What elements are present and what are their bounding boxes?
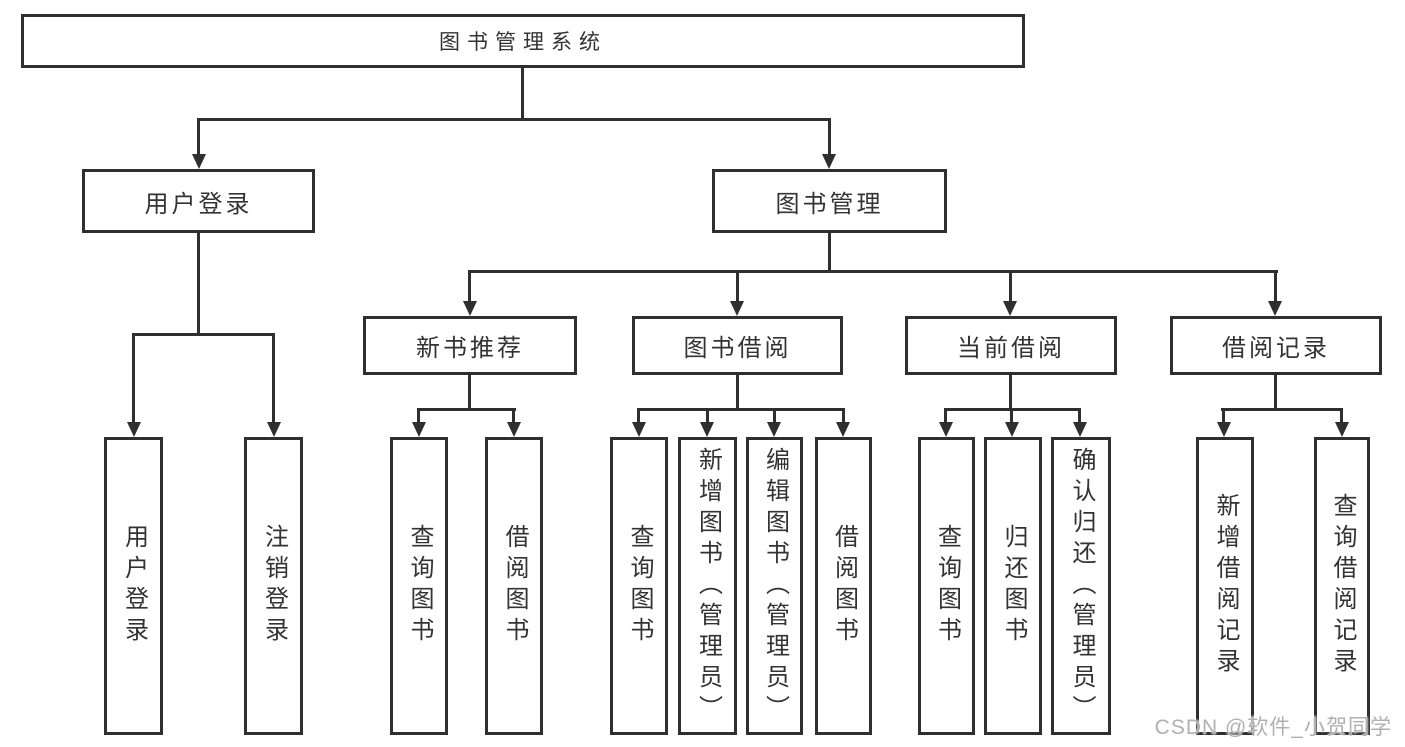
connector-line (828, 233, 831, 273)
connector-line (417, 411, 420, 423)
connector-line (468, 375, 471, 411)
arrowhead (1268, 301, 1282, 316)
connector-line (637, 411, 640, 423)
connector-line (468, 273, 471, 302)
arrowhead (192, 154, 206, 169)
node-leaf-return-book: 归还图书 (984, 437, 1042, 735)
arrowhead (1003, 301, 1017, 316)
arrowhead (463, 301, 477, 316)
connector-line (1274, 273, 1277, 302)
node-leaf-add-book-admin: 新增图书（管理员） (678, 437, 737, 735)
node-leaf-query-borrow-record: 查询借阅记录 (1314, 437, 1370, 735)
connector-line (417, 408, 516, 411)
connector-line (736, 273, 739, 302)
connector-line (132, 336, 135, 423)
connector-line (944, 408, 1081, 411)
arrowhead (127, 422, 141, 437)
connector-line (1010, 411, 1013, 423)
connector-line (773, 411, 776, 423)
connector-line (521, 68, 524, 121)
node-leaf-borrow-books: 借阅图书 (485, 437, 543, 735)
node-library-management-system: 图书管理系统 (21, 14, 1025, 68)
arrowhead (767, 422, 781, 437)
connector-line (272, 336, 275, 423)
node-leaf-query-books-2: 查询图书 (610, 437, 668, 735)
connector-line (736, 375, 739, 411)
connector-line (1078, 411, 1081, 423)
arrowhead (1005, 422, 1019, 437)
connector-line (1222, 411, 1225, 423)
arrowhead (730, 301, 744, 316)
connector-line (197, 233, 200, 336)
arrowhead (836, 422, 850, 437)
arrowhead (412, 422, 426, 437)
arrowhead (822, 154, 836, 169)
connector-line (1340, 411, 1343, 423)
arrowhead (700, 422, 714, 437)
connector-line (842, 411, 845, 423)
node-new-book-recommendation: 新书推荐 (363, 316, 577, 375)
node-book-management: 图书管理 (712, 169, 947, 233)
node-current-borrowing: 当前借阅 (905, 316, 1117, 375)
arrowhead (1073, 422, 1087, 437)
connector-line (944, 411, 947, 423)
connector-line (197, 121, 200, 155)
connector-line (1009, 273, 1012, 302)
csdn-watermark: CSDN @软件_小贺同学 (1154, 716, 1392, 739)
node-user-login: 用户登录 (82, 169, 315, 233)
node-leaf-query-books-3: 查询图书 (918, 437, 975, 735)
connector-line (1221, 408, 1343, 411)
arrowhead (507, 422, 521, 437)
connector-line (1274, 375, 1277, 411)
node-borrowing-records: 借阅记录 (1170, 316, 1382, 375)
node-leaf-user-login: 用户登录 (104, 437, 163, 735)
arrowhead (1217, 422, 1231, 437)
node-leaf-query-books: 查询图书 (390, 437, 448, 735)
connector-line (512, 411, 515, 423)
node-leaf-borrow-books-2: 借阅图书 (815, 437, 872, 735)
connector-line (828, 121, 831, 155)
node-leaf-confirm-return-admin: 确认归还（管理员） (1051, 437, 1111, 735)
arrowhead (632, 422, 646, 437)
node-book-borrowing: 图书借阅 (632, 316, 843, 375)
connector-line (132, 333, 275, 336)
connector-line (706, 411, 709, 423)
arrowhead (939, 422, 953, 437)
node-leaf-edit-book-admin: 编辑图书（管理员） (746, 437, 803, 735)
connector-line (1009, 375, 1012, 411)
node-leaf-logout: 注销登录 (244, 437, 303, 735)
connector-line (197, 118, 831, 121)
arrowhead (1335, 422, 1349, 437)
connector-line (637, 408, 845, 411)
arrowhead (267, 422, 281, 437)
node-leaf-add-borrow-record: 新增借阅记录 (1196, 437, 1254, 735)
connector-line (468, 270, 1278, 273)
